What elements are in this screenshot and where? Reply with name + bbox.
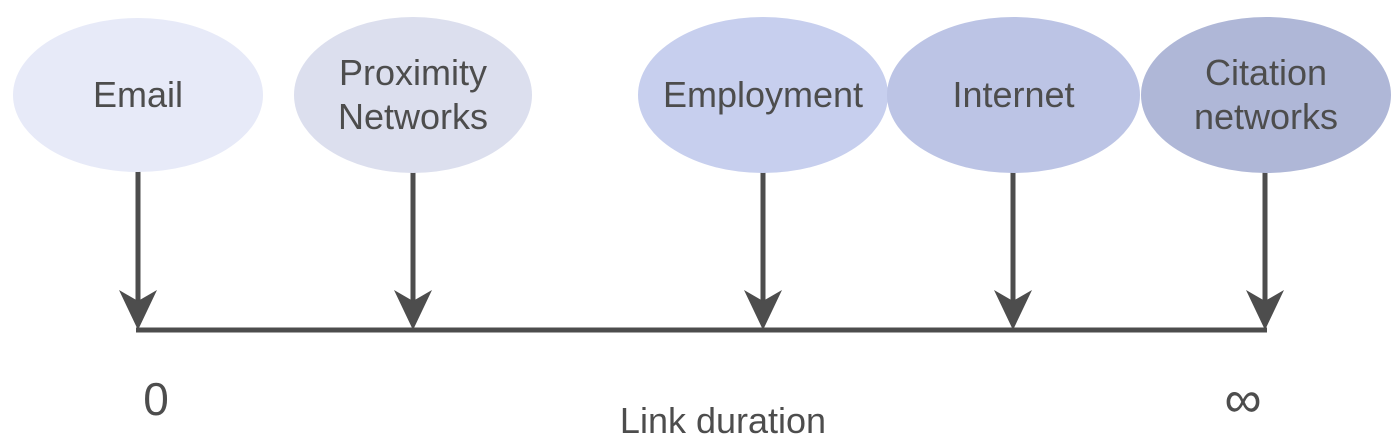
node-email-label: Email bbox=[92, 74, 184, 116]
node-employment: Employment bbox=[638, 17, 888, 173]
node-employment-label: Employment bbox=[662, 74, 864, 116]
arrowhead-proximity-icon bbox=[394, 290, 432, 330]
axis-title: Link duration bbox=[619, 400, 827, 441]
arrowhead-internet-icon bbox=[994, 290, 1032, 330]
arrowhead-citation-icon bbox=[1246, 290, 1284, 330]
node-internet-label: Internet bbox=[952, 74, 1075, 116]
node-proximity-networks: Proximity Networks bbox=[294, 17, 532, 173]
node-proximity-networks-label: Proximity Networks bbox=[337, 52, 489, 137]
node-email: Email bbox=[13, 18, 263, 172]
node-citation-networks-label: Citation networks bbox=[1193, 52, 1339, 137]
axis-min-label: 0 bbox=[143, 373, 169, 425]
axis-max-label: ∞ bbox=[1224, 371, 1262, 429]
node-internet: Internet bbox=[887, 17, 1140, 173]
arrowhead-employment-icon bbox=[744, 290, 782, 330]
arrowhead-email-icon bbox=[119, 290, 157, 330]
node-citation-networks: Citation networks bbox=[1141, 17, 1391, 173]
